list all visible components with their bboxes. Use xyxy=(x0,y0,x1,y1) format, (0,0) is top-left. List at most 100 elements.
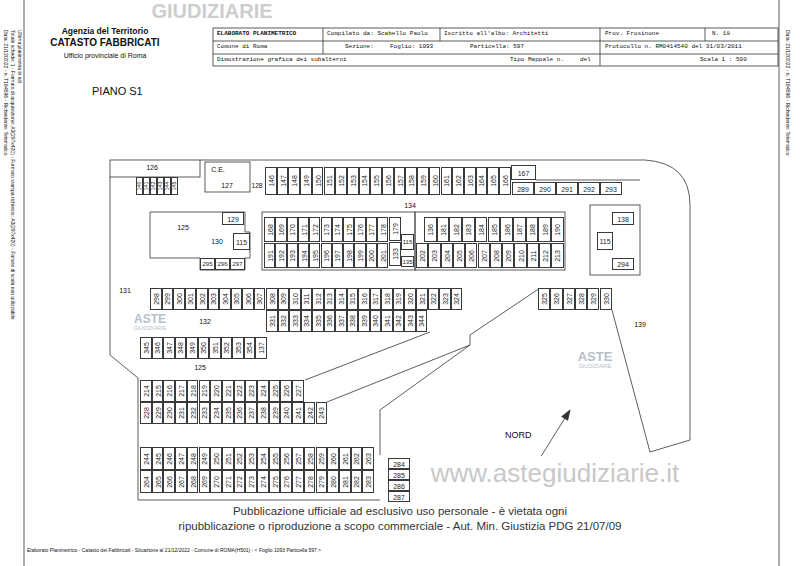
parking-stall: 323 xyxy=(439,288,451,310)
table-cell: Sezione: xyxy=(345,44,374,50)
sheet-border xyxy=(779,0,780,566)
area-boundary xyxy=(305,332,430,380)
parking-stall: 319 xyxy=(393,288,405,310)
stall-number: 160 xyxy=(431,175,438,187)
unit-number: 128 xyxy=(252,183,263,190)
stall-number: 193 xyxy=(289,250,296,262)
parking-stall: 170 xyxy=(287,217,298,242)
stall-number: 336 xyxy=(326,315,333,327)
parking-stall: 313 xyxy=(324,288,336,310)
stall-number: 290 xyxy=(539,185,551,192)
stall-number: 278 xyxy=(306,476,313,488)
parking-stall: 144 xyxy=(164,177,171,195)
parking-stall: 176 xyxy=(354,217,365,242)
stall-number: 191 xyxy=(266,250,273,262)
parking-stall: 208 xyxy=(490,243,502,268)
parking-stall: 152 xyxy=(335,167,347,195)
parking-stall: 186 xyxy=(500,217,513,242)
floor-title: PIANO S1 xyxy=(92,86,143,97)
stall-number: 137 xyxy=(257,342,264,354)
stall-number: 316 xyxy=(360,293,367,305)
stall-number: 279 xyxy=(318,476,325,488)
stall-number: 307 xyxy=(256,293,263,305)
stall-number: 185 xyxy=(490,224,497,236)
parking-stall: 223 xyxy=(245,380,257,402)
stall-number: 115 xyxy=(599,238,610,245)
stall-number: 144 xyxy=(165,181,171,190)
stall-number: 177 xyxy=(368,224,375,236)
stall-number: 162 xyxy=(455,175,462,187)
stall-number: 165 xyxy=(490,175,497,187)
parking-stall: 146 xyxy=(265,167,277,195)
stall-number: 178 xyxy=(379,224,386,236)
stall-number: 322 xyxy=(430,293,437,305)
parking-stall: 340 xyxy=(370,310,382,332)
stall-number: 302 xyxy=(198,293,205,305)
parking-stall: 338 xyxy=(347,310,359,332)
stall-number: 352 xyxy=(223,342,230,354)
parking-stall: 337 xyxy=(335,310,347,332)
parking-stall: 240 xyxy=(280,402,292,424)
parking-stall: 250 xyxy=(210,447,222,470)
parking-stall: 210 xyxy=(514,243,526,268)
stall-number: 319 xyxy=(395,293,402,305)
stall-number: 192 xyxy=(277,250,284,262)
parking-stall: 177 xyxy=(366,217,377,242)
stall-number: 194 xyxy=(300,250,307,262)
stall-number: 254 xyxy=(259,453,266,465)
parking-stall: 164 xyxy=(476,167,488,195)
stall-number: 220 xyxy=(213,385,220,397)
parking-stall: 192 xyxy=(275,243,286,268)
stall-number: 263 xyxy=(365,453,372,465)
parking-stall: 216 xyxy=(163,380,175,402)
stall-number: 334 xyxy=(303,315,310,327)
area-boundary xyxy=(327,345,470,402)
room-outline xyxy=(205,162,250,192)
parking-stall: 232 xyxy=(187,402,199,424)
stall-number: 348 xyxy=(177,342,184,354)
table-rule xyxy=(213,41,778,42)
parking-stall: 321 xyxy=(416,288,428,310)
stall-number: 238 xyxy=(259,407,266,419)
north-arrowhead xyxy=(562,410,570,420)
stall-number: 159 xyxy=(419,175,426,187)
parking-stall: 314 xyxy=(335,288,347,310)
parking-stall: 209 xyxy=(502,243,514,268)
parking-stall: 309 xyxy=(278,288,290,310)
parking-stall: 155 xyxy=(370,167,382,195)
stall-number: 338 xyxy=(349,315,356,327)
parking-stall: 331 xyxy=(266,310,278,332)
stall-number: 331 xyxy=(268,315,275,327)
stall-number: 141 xyxy=(144,181,150,190)
parking-stall: 348 xyxy=(175,337,187,359)
parking-stall: 329 xyxy=(587,288,599,310)
stall-number: 168 xyxy=(266,224,273,236)
parking-stall: 303 xyxy=(208,288,220,310)
stall-number: 308 xyxy=(268,293,275,305)
stall-number: 187 xyxy=(516,224,523,236)
stall-number: 115 xyxy=(236,238,247,245)
table-rule xyxy=(213,54,778,55)
parking-stall: 300 xyxy=(173,288,185,310)
table-rule xyxy=(705,28,706,41)
side-note: Data: 21/12/2022 - n. T164596 - Richiede… xyxy=(3,30,8,155)
stall-number: 314 xyxy=(337,293,344,305)
stall-number: 224 xyxy=(259,385,266,397)
parking-stall: 333 xyxy=(289,310,301,332)
parking-stall: 283 xyxy=(362,470,374,493)
parking-stall: 217 xyxy=(175,380,187,402)
stall-number: 151 xyxy=(326,175,333,187)
stall-number: 227 xyxy=(294,385,301,397)
ramp-outline xyxy=(612,160,690,452)
stall-number: 143 xyxy=(158,181,164,190)
parking-stall: 345 xyxy=(140,337,152,359)
room-outline xyxy=(150,212,250,270)
stall-number: 148 xyxy=(291,175,298,187)
stall-number: 315 xyxy=(349,293,356,305)
side-note: Totale schede: 1 - Formato di acquisizio… xyxy=(10,30,15,320)
stall-number: 264 xyxy=(142,476,149,488)
parking-stall: 320 xyxy=(404,288,416,310)
stall-number: 234 xyxy=(213,407,220,419)
stall-number: 202 xyxy=(419,250,426,262)
unit-number: 130 xyxy=(211,238,223,245)
